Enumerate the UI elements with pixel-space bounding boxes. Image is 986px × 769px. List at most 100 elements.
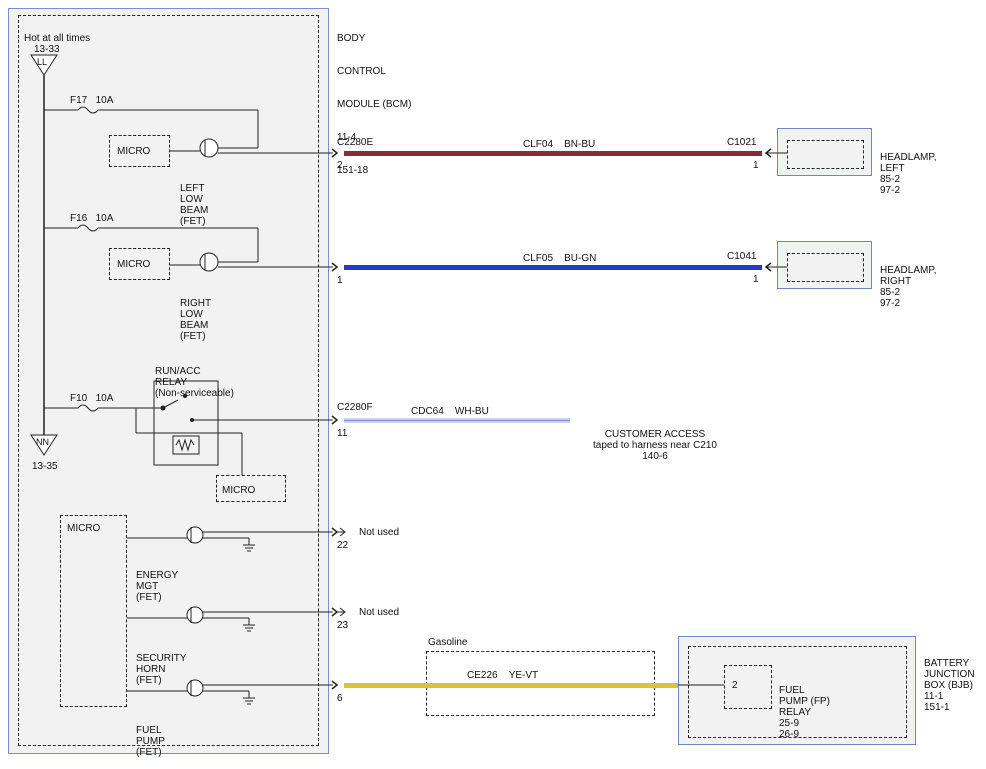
relay-label-line: RELAY: [155, 377, 188, 388]
circuit-id: CDC64: [411, 406, 444, 417]
circuit-color: BU-GN: [564, 253, 597, 264]
headlamp-label-line: RIGHT: [880, 276, 912, 287]
headlamp-label-line: HEADLAMP,: [880, 152, 937, 163]
fuse-f16-label: F16 10A: [70, 213, 113, 224]
fuel-pump-relay-pin: 2: [732, 680, 738, 691]
circuit-color: YE-VT: [508, 670, 539, 681]
circuit-id: CE226: [467, 670, 498, 681]
headlamp-label-line: LEFT: [880, 163, 905, 174]
pin-energy-mgt: 22: [337, 540, 349, 551]
circuit-id: CLF04: [523, 139, 554, 150]
gasoline-label: Gasoline: [428, 637, 468, 648]
bcm-title-line: CONTROL: [337, 66, 386, 77]
circuit-id: CLF05: [523, 253, 554, 264]
feed-ll-triangle: [30, 54, 58, 76]
headlamp-label-line: 85-2: [880, 287, 901, 298]
micro-label: MICRO: [222, 485, 256, 496]
fp-relay-line: 25-9: [779, 718, 800, 729]
driver-label-line: FUEL: [136, 725, 162, 736]
bjb-box: [678, 636, 916, 745]
driver-label-line: LOW: [180, 309, 203, 320]
not-used-label: Not used: [359, 607, 400, 618]
fuel-pump-relay-box: [724, 665, 772, 709]
circuit-color: BN-BU: [564, 139, 596, 150]
headlamp-label-line: HEADLAMP,: [880, 265, 937, 276]
driver-label-line: (FET): [136, 747, 162, 758]
micro-box-outputs: [60, 515, 127, 707]
fuse-rating: 10A: [95, 213, 114, 224]
micro-label: MICRO: [117, 146, 151, 157]
driver-label-line: BEAM: [180, 205, 209, 216]
driver-label-line: (FET): [180, 216, 206, 227]
driver-label-line: (FET): [180, 331, 206, 342]
bcm-title-line: 151-18: [337, 165, 369, 176]
fp-relay-line: PUMP (FP): [779, 696, 830, 707]
bjb-label-line: 151-1: [924, 702, 950, 713]
not-used-label: Not used: [359, 527, 400, 538]
pin-c1041: 1: [753, 274, 759, 285]
feed-bottom-code: NN: [36, 437, 49, 447]
pin-security-horn: 23: [337, 620, 349, 631]
fp-relay-line: 26-9: [779, 729, 800, 740]
pin-c2280e-left: 2: [337, 160, 343, 171]
circuit-clf05-label: CLF05 BU-GN: [523, 253, 596, 264]
micro-label: MICRO: [117, 259, 151, 270]
bcm-module-inner-border: [18, 15, 319, 746]
relay-label-line: (Non-serviceable): [155, 388, 234, 399]
fp-relay-line: RELAY: [779, 707, 812, 718]
fuse-rating: 10A: [95, 95, 114, 106]
bcm-title: BODY CONTROL MODULE (BCM) 11-4 151-18: [337, 11, 411, 187]
micro-box-left-beam: [109, 135, 170, 167]
wire-ce226: [344, 683, 678, 688]
fuse-f10-label: F10 10A: [70, 393, 113, 404]
customer-access-line: 140-6: [642, 451, 668, 462]
connector-c1041: C1041: [727, 251, 757, 262]
driver-label-line: LOW: [180, 194, 203, 205]
driver-label-line: ENERGY: [136, 570, 179, 581]
driver-label-line: (FET): [136, 592, 162, 603]
connector-c2280e: C2280E: [337, 137, 374, 148]
driver-label-line: RIGHT: [180, 298, 212, 309]
micro-label: MICRO: [67, 523, 101, 534]
bjb-label-line: JUNCTION: [924, 669, 975, 680]
feed-top-ref: 13-33: [34, 44, 60, 55]
bjb-label-line: BATTERY: [924, 658, 970, 669]
bcm-title-line: 11-4: [337, 132, 357, 143]
headlamp-label-line: 97-2: [880, 185, 901, 196]
pin-c1021: 1: [753, 160, 759, 171]
driver-label-line: LEFT: [180, 183, 205, 194]
circuit-color: WH-BU: [454, 406, 489, 417]
fuse-f17-symbol: [77, 106, 99, 114]
driver-label-line: HORN: [136, 664, 166, 675]
customer-access-line: CUSTOMER ACCESS: [604, 429, 706, 440]
fuse-name: F16: [70, 213, 88, 224]
driver-label-line: BEAM: [180, 320, 209, 331]
fuse-f17-label: F17 10A: [70, 95, 113, 106]
circuit-ce226-label: CE226 YE-VT: [467, 670, 538, 681]
energy-mgt-fet: [127, 526, 333, 552]
bcm-title-line: BODY: [337, 33, 366, 44]
headlamp-label-line: 85-2: [880, 174, 901, 185]
connector-c2280f: C2280F: [337, 402, 373, 413]
relay-label-line: RUN/ACC: [155, 366, 201, 377]
feed-top-code: LL: [37, 57, 48, 67]
bjb-label-line: BOX (BJB): [924, 680, 973, 691]
circuit-clf04-label: CLF04 BN-BU: [523, 139, 595, 150]
headlamp-right-inner: [787, 253, 864, 282]
fuel-pump-fet: [127, 679, 333, 705]
bjb-inner: [688, 646, 907, 738]
circuit-cdc64-label: CDC64 WH-BU: [411, 406, 489, 417]
fuse-f10-symbol: [77, 404, 99, 412]
headlamp-label-line: 97-2: [880, 298, 901, 309]
pin-cdc64: 11: [337, 428, 348, 439]
micro-box-right-beam: [109, 248, 170, 280]
